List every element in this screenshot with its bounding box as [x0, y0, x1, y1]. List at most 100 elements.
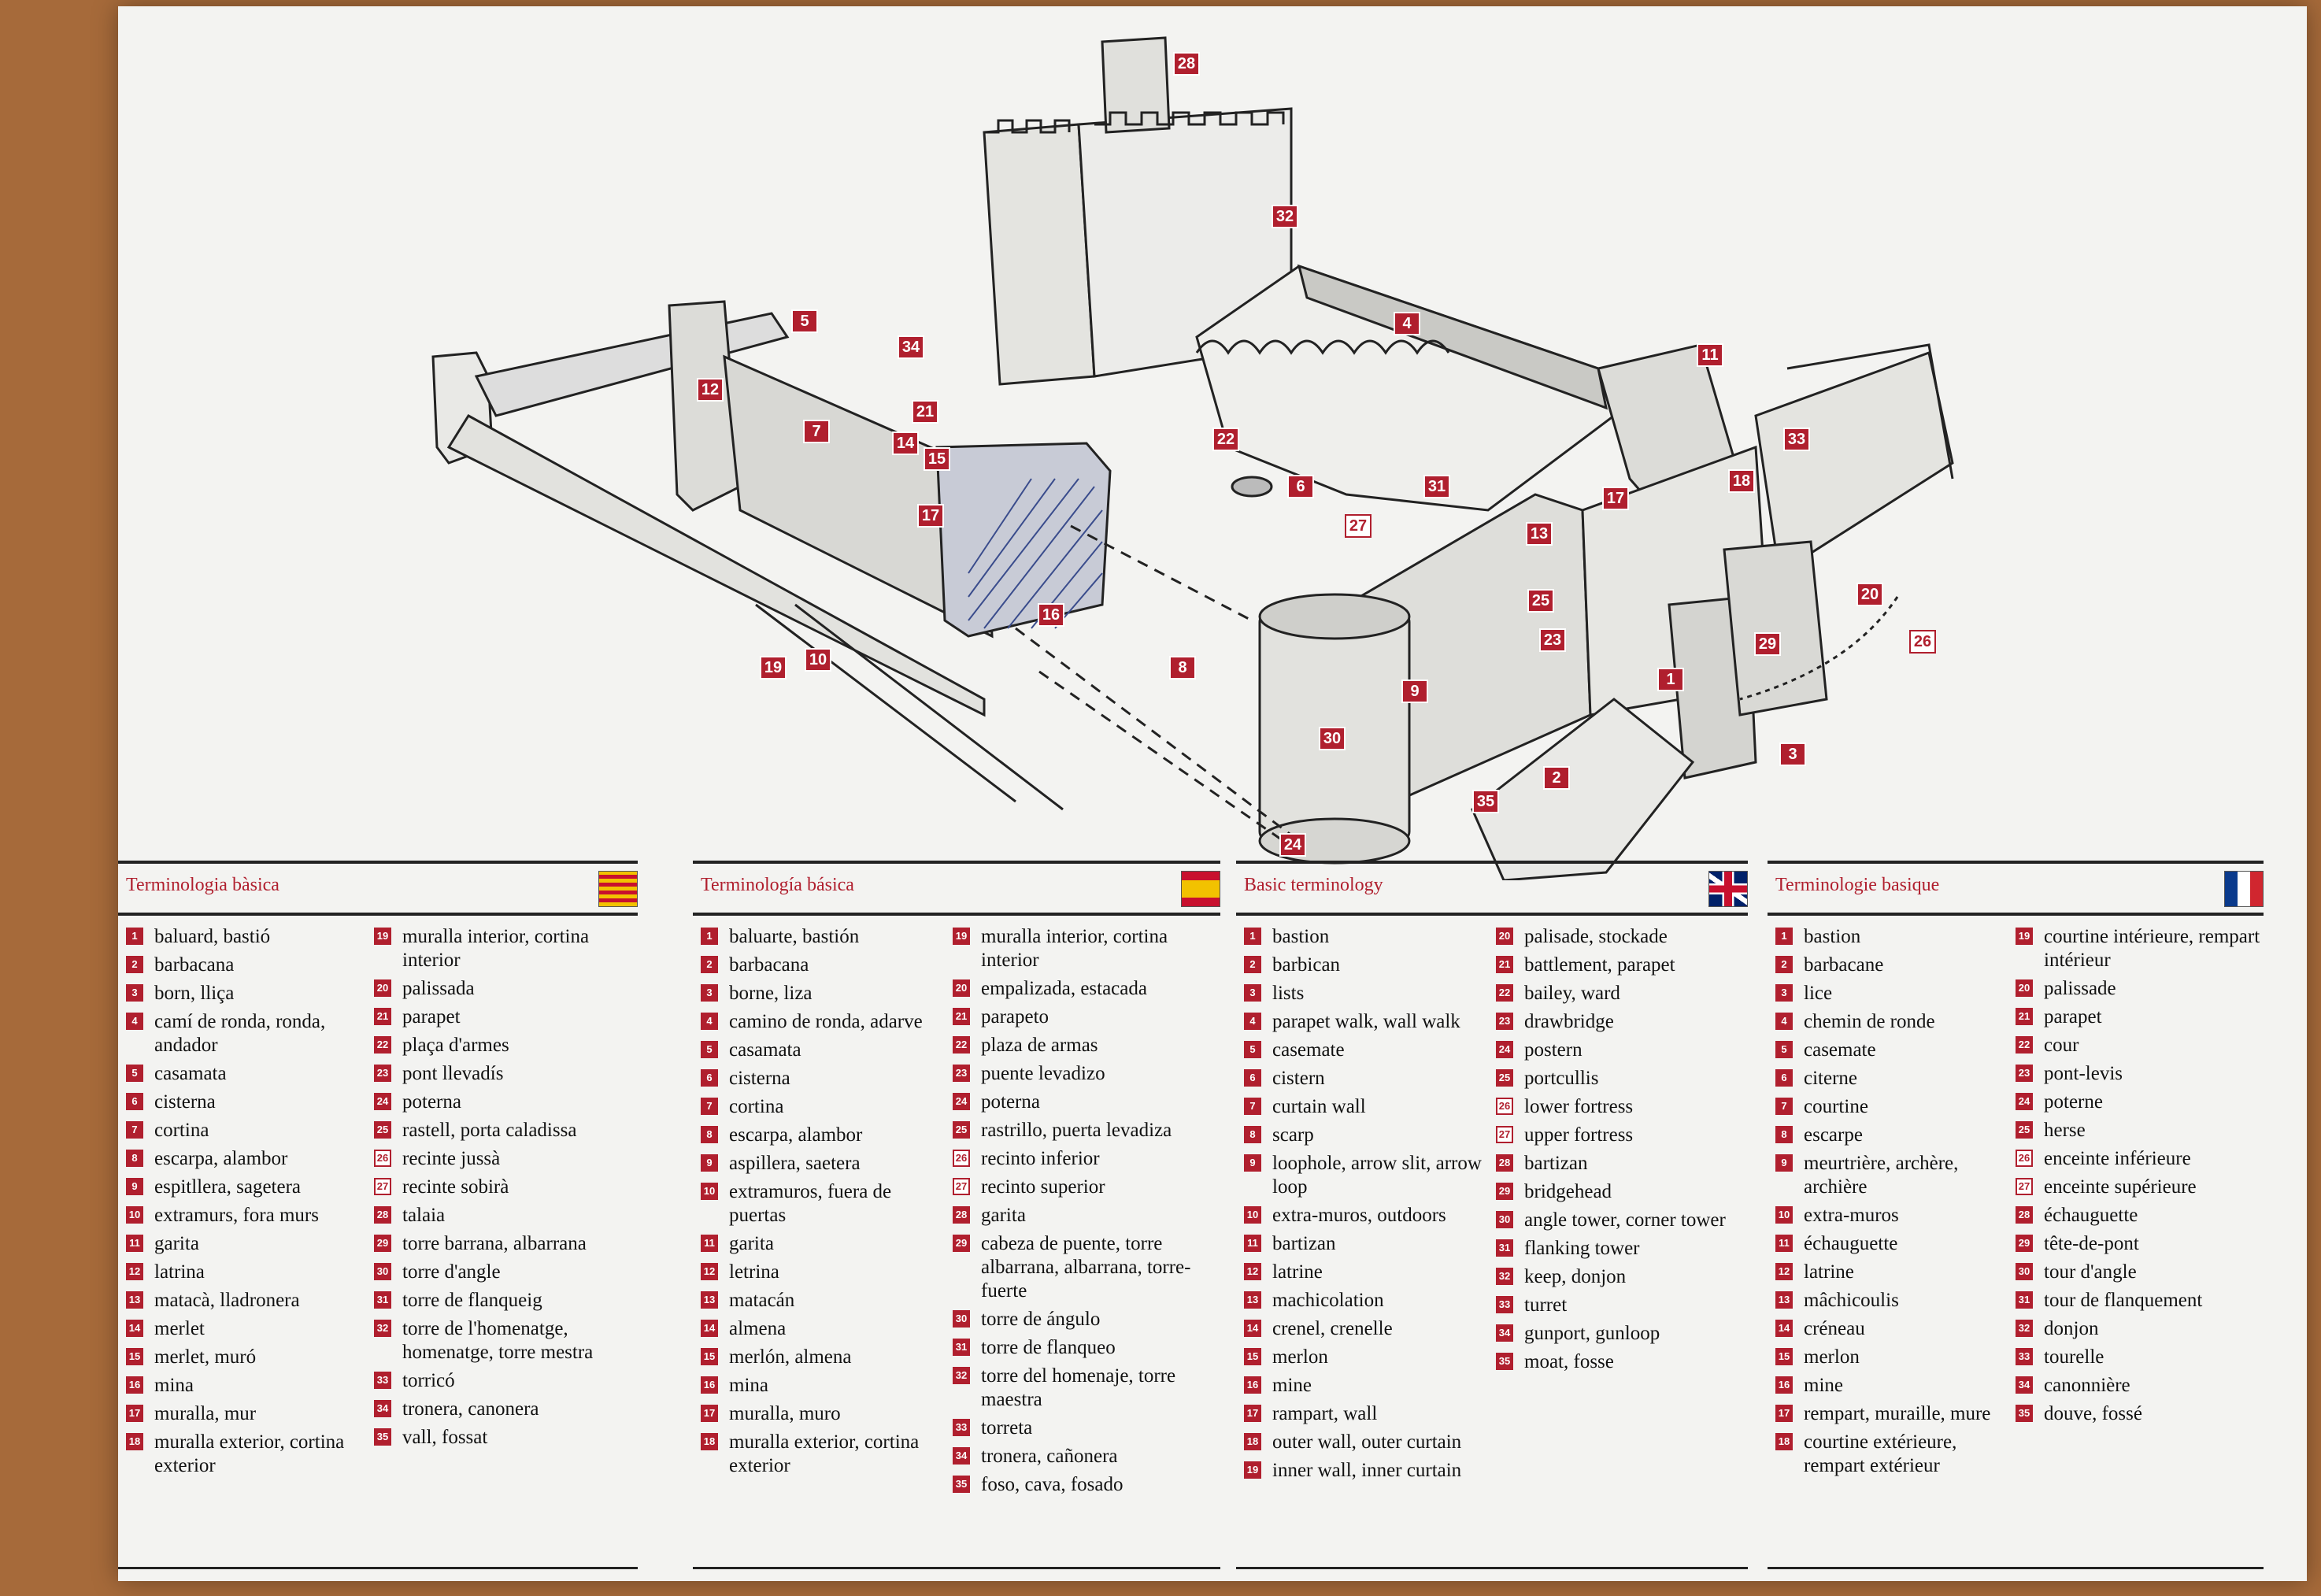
diagram-marker: 17: [1602, 487, 1629, 510]
term-item: 5 casemate: [1244, 1039, 1496, 1062]
term-label: chemin de ronde: [1804, 1011, 1935, 1032]
term-label: escarpa, alambor: [154, 1148, 287, 1169]
diagram-marker: 34: [898, 335, 924, 359]
term-number-badge: 4: [1775, 1013, 1793, 1030]
term-label: cisterna: [729, 1068, 790, 1089]
diagram-marker: 31: [1423, 475, 1450, 498]
term-number-badge: 5: [1244, 1041, 1261, 1058]
term-number-badge: 17: [1244, 1405, 1261, 1422]
spanish-flag-icon: [1181, 871, 1220, 907]
term-number-badge: 30: [953, 1310, 970, 1328]
diagram-marker: 1: [1657, 668, 1684, 691]
term-number-badge: 25: [374, 1121, 391, 1139]
diagram-marker: 18: [1728, 469, 1755, 493]
term-number-badge: 25: [2016, 1121, 2033, 1139]
term-label: merlon: [1804, 1346, 1860, 1368]
term-label: mine: [1804, 1375, 1843, 1396]
term-number-badge: 22: [374, 1036, 391, 1054]
term-label: portcullis: [1524, 1068, 1598, 1089]
term-label: plaza de armas: [981, 1035, 1098, 1056]
term-label: crenel, crenelle: [1272, 1318, 1393, 1339]
diagram-marker: 16: [1038, 603, 1064, 627]
term-number-badge: 20: [1496, 928, 1513, 945]
term-label: courtine extérieure, rempart extérieur: [1804, 1431, 1956, 1476]
term-number-badge: 1: [1244, 928, 1261, 945]
term-number-badge: 15: [126, 1348, 143, 1365]
term-label: canonnière: [2044, 1375, 2130, 1396]
term-number-badge: 26: [953, 1150, 970, 1167]
term-number-badge: 13: [1244, 1291, 1261, 1309]
term-number-badge: 9: [1775, 1154, 1793, 1172]
term-label: torre barrana, albarrana: [402, 1233, 587, 1254]
diagram-marker: 12: [697, 378, 724, 402]
diagram-marker: 13: [1526, 522, 1553, 546]
term-label: casamata: [154, 1063, 227, 1084]
term-label: casamata: [729, 1039, 801, 1061]
term-label: loophole, arrow slit, arrow loop: [1272, 1153, 1482, 1198]
term-number-badge: 32: [374, 1320, 391, 1337]
term-label: born, lliça: [154, 983, 234, 1004]
term-number-badge: 1: [126, 928, 143, 945]
panel-footer-rule: [118, 1567, 638, 1569]
term-number-badge: 11: [1775, 1235, 1793, 1252]
term-label: postern: [1524, 1039, 1582, 1061]
term-label: casemate: [1272, 1039, 1345, 1061]
term-number-badge: 11: [701, 1235, 718, 1252]
term-label: poterne: [2044, 1091, 2103, 1113]
term-number-badge: 5: [1775, 1041, 1793, 1058]
term-number-badge: 31: [953, 1339, 970, 1356]
term-number-badge: 1: [1775, 928, 1793, 945]
term-label: herse: [2044, 1120, 2086, 1141]
term-label: palissade: [2044, 978, 2116, 999]
term-label: tour d'angle: [2044, 1261, 2137, 1283]
french-flag-icon: [2224, 871, 2264, 907]
term-number-badge: 19: [1244, 1461, 1261, 1479]
term-label: poterna: [981, 1091, 1040, 1113]
term-number-badge: 18: [1244, 1433, 1261, 1450]
term-number-badge: 9: [126, 1178, 143, 1195]
term-label: extra-muros, outdoors: [1272, 1205, 1446, 1226]
diagram-marker: 35: [1472, 790, 1499, 813]
diagram-marker: 14: [892, 431, 919, 455]
diagram-marker: 9: [1401, 680, 1428, 703]
term-label: vall, fossat: [402, 1427, 487, 1448]
term-label: muralla exterior, cortina exterior: [729, 1431, 919, 1476]
term-label: merlon: [1272, 1346, 1328, 1368]
term-label: letrina: [729, 1261, 779, 1283]
term-number-badge: 33: [1496, 1296, 1513, 1313]
term-number-badge: 17: [1775, 1405, 1793, 1422]
term-label: inner wall, inner curtain: [1272, 1460, 1461, 1481]
panel-title: Terminología básica: [701, 875, 854, 896]
term-number-badge: 6: [701, 1069, 718, 1087]
term-label: plaça d'armes: [402, 1035, 509, 1056]
term-label: garita: [154, 1233, 199, 1254]
